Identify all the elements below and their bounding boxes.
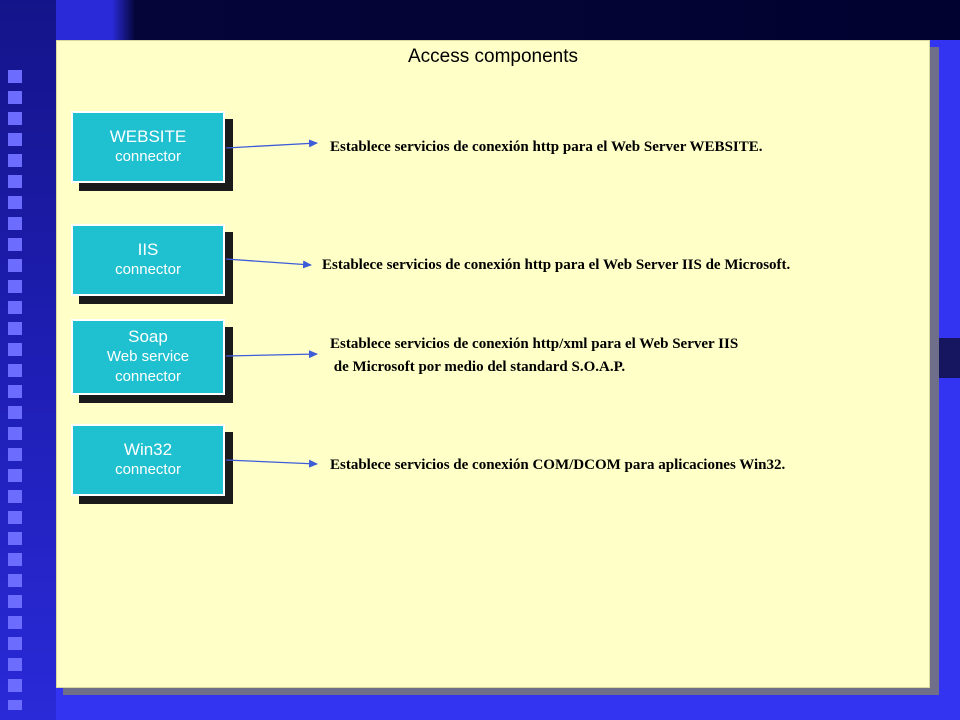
description-line: Establece servicios de conexión http/xml… bbox=[330, 336, 739, 352]
description-line: Establece servicios de conexión COM/DCOM… bbox=[330, 457, 786, 473]
connector-box-win32: Win32 connector bbox=[71, 424, 225, 496]
description-line: Establece servicios de conexión http par… bbox=[330, 139, 763, 155]
connector-label-line: Web service bbox=[106, 348, 190, 365]
left-square-pattern bbox=[8, 70, 22, 710]
connector-label-line: connector bbox=[115, 261, 181, 278]
connector-label-line: IIS bbox=[137, 240, 159, 259]
connector-label-line: connector bbox=[115, 368, 181, 385]
connector-description-website: Establece servicios de conexión http par… bbox=[330, 136, 763, 159]
connector-label-line: connector bbox=[115, 148, 181, 165]
connector-label-line: WEBSITE bbox=[109, 127, 187, 146]
connector-box-soap: Soap Web service connector bbox=[71, 319, 225, 395]
arrow-win32 bbox=[225, 459, 318, 468]
top-dark-band bbox=[0, 0, 960, 40]
connector-label-line: connector bbox=[115, 461, 181, 478]
arrow-iis bbox=[225, 258, 312, 269]
connector-label-line: Soap bbox=[128, 327, 168, 346]
arrow-soap bbox=[225, 350, 318, 359]
connector-description-soap: Establece servicios de conexión http/xml… bbox=[330, 333, 738, 379]
connector-box-iis: IIS connector bbox=[71, 224, 225, 296]
arrow-website bbox=[225, 139, 318, 149]
connector-description-iis: Establece servicios de conexión http par… bbox=[322, 254, 790, 277]
description-line: de Microsoft por medio del standard S.O.… bbox=[330, 359, 626, 375]
diagram-title: Access components bbox=[407, 46, 579, 67]
connector-label-line: Win32 bbox=[123, 440, 173, 459]
connector-box-website: WEBSITE connector bbox=[71, 111, 225, 183]
connector-description-win32: Establece servicios de conexión COM/DCOM… bbox=[330, 454, 785, 477]
description-line: Establece servicios de conexión http par… bbox=[322, 257, 791, 273]
